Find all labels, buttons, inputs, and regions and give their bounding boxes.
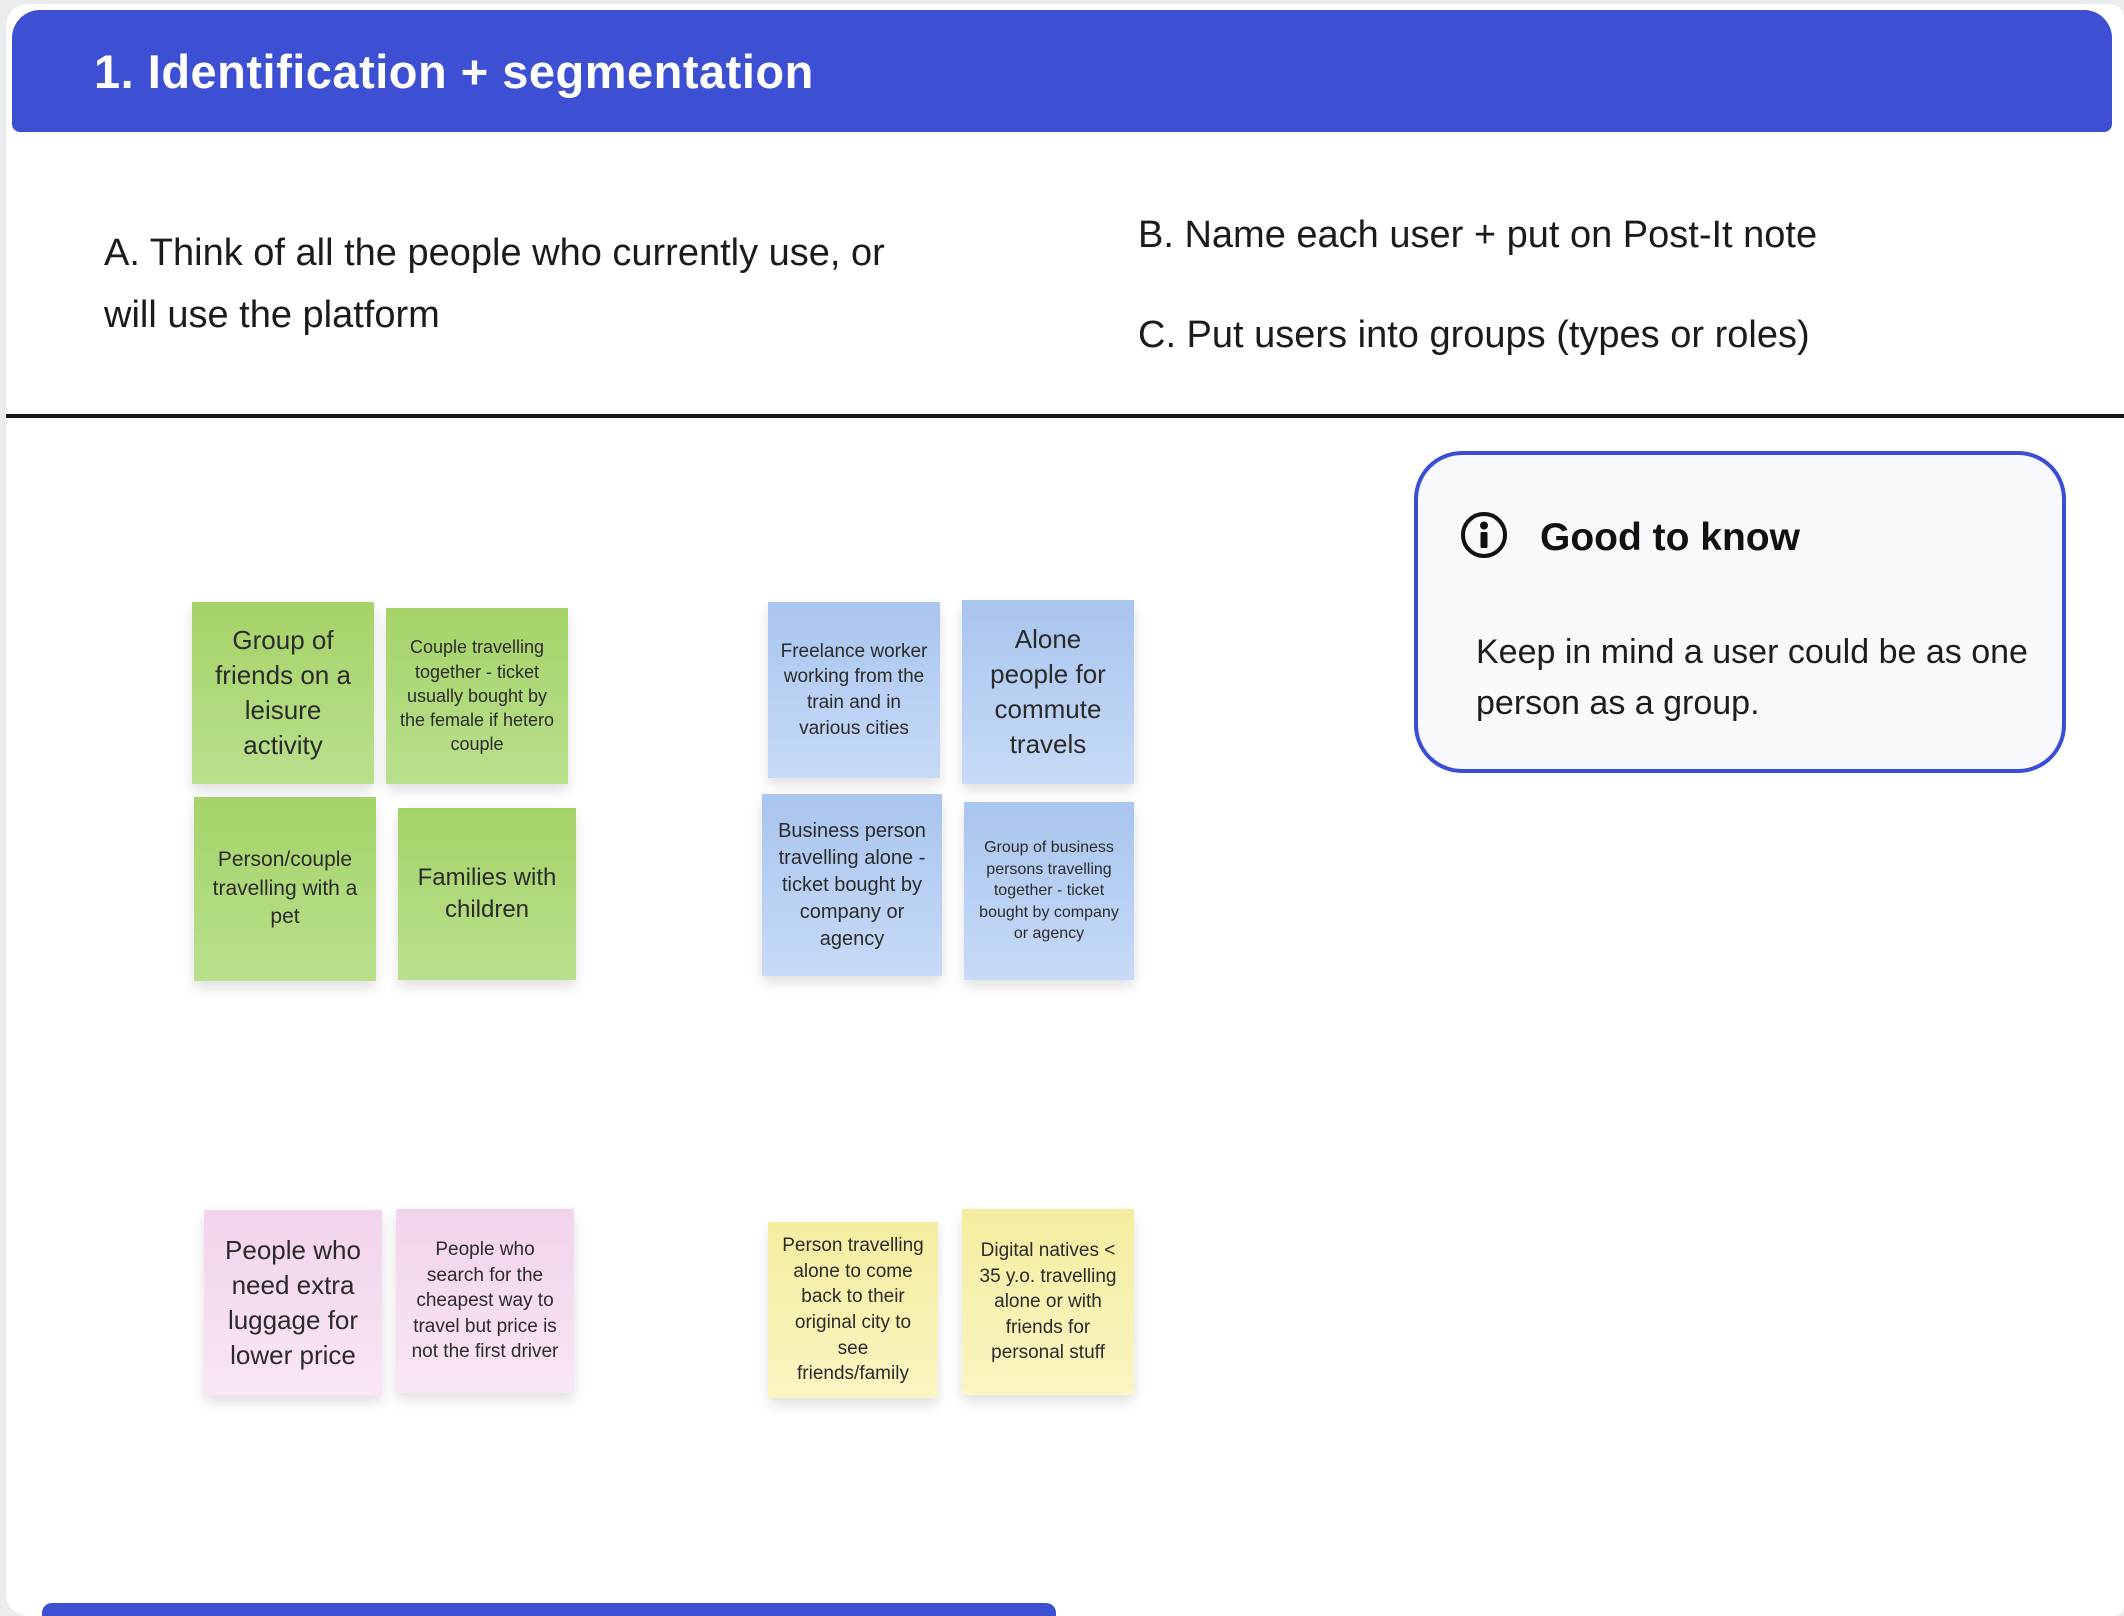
instruction-a: A. Think of all the people who currently…: [104, 232, 885, 336]
sticky-note-green[interactable]: Families with children: [398, 808, 576, 980]
good-to-know-body: Keep in mind a user could be as one pers…: [1476, 633, 2028, 722]
sticky-note-blue[interactable]: Business person travelling alone - ticke…: [762, 794, 942, 976]
sticky-note-text: Freelance worker working from the train …: [780, 640, 928, 739]
next-frame-header-edge[interactable]: [42, 1603, 1056, 1616]
sticky-note-text: Business person travelling alone - ticke…: [778, 819, 926, 950]
good-to-know-callout[interactable]: Good to know Keep in mind a user could b…: [1414, 451, 2066, 773]
sticky-note-green[interactable]: Couple travelling together - ticket usua…: [386, 608, 568, 784]
sticky-note-text: Digital natives < 35 y.o. travelling alo…: [979, 1239, 1117, 1364]
sticky-note-text: Alone people for commute travels: [990, 623, 1106, 760]
sticky-note-text: Person travelling alone to come back to …: [782, 1235, 924, 1385]
info-icon: [1460, 511, 1508, 564]
instruction-b: B. Name each user + put on Post-It note: [1138, 214, 1818, 256]
frame-header[interactable]: 1. Identification + segmentation: [12, 10, 2112, 132]
sticky-note-text: Person/couple travelling with a pet: [212, 848, 358, 929]
sticky-note-text: Families with children: [417, 863, 557, 923]
instruction-c: C. Put users into groups (types or roles…: [1138, 314, 1810, 356]
sticky-note-blue[interactable]: Group of business persons travelling tog…: [964, 802, 1134, 980]
section-divider-line: [6, 414, 2124, 418]
whiteboard-frame: 1. Identification + segmentation A. Thin…: [6, 4, 2124, 1616]
good-to-know-title: Good to know: [1540, 515, 1800, 559]
sticky-note-yellow[interactable]: Person travelling alone to come back to …: [768, 1222, 938, 1398]
sticky-note-green[interactable]: Person/couple travelling with a pet: [194, 797, 376, 981]
sticky-note-pink[interactable]: People who need extra luggage for lower …: [204, 1210, 382, 1396]
frame-title: 1. Identification + segmentation: [94, 44, 814, 98]
sticky-note-text: Couple travelling together - ticket usua…: [399, 637, 555, 755]
sticky-note-text: People who need extra luggage for lower …: [225, 1234, 361, 1371]
sticky-note-green[interactable]: Group of friends on a leisure activity: [192, 602, 374, 784]
sticky-note-pink[interactable]: People who search for the cheapest way t…: [396, 1209, 574, 1393]
sticky-note-yellow[interactable]: Digital natives < 35 y.o. travelling alo…: [962, 1209, 1134, 1395]
sticky-note-blue[interactable]: Freelance worker working from the train …: [768, 602, 940, 778]
sticky-note-text: Group of business persons travelling tog…: [979, 839, 1119, 943]
sticky-note-text: People who search for the cheapest way t…: [411, 1238, 559, 1363]
sticky-note-text: Group of friends on a leisure activity: [215, 624, 351, 761]
sticky-note-blue[interactable]: Alone people for commute travels: [962, 600, 1134, 784]
